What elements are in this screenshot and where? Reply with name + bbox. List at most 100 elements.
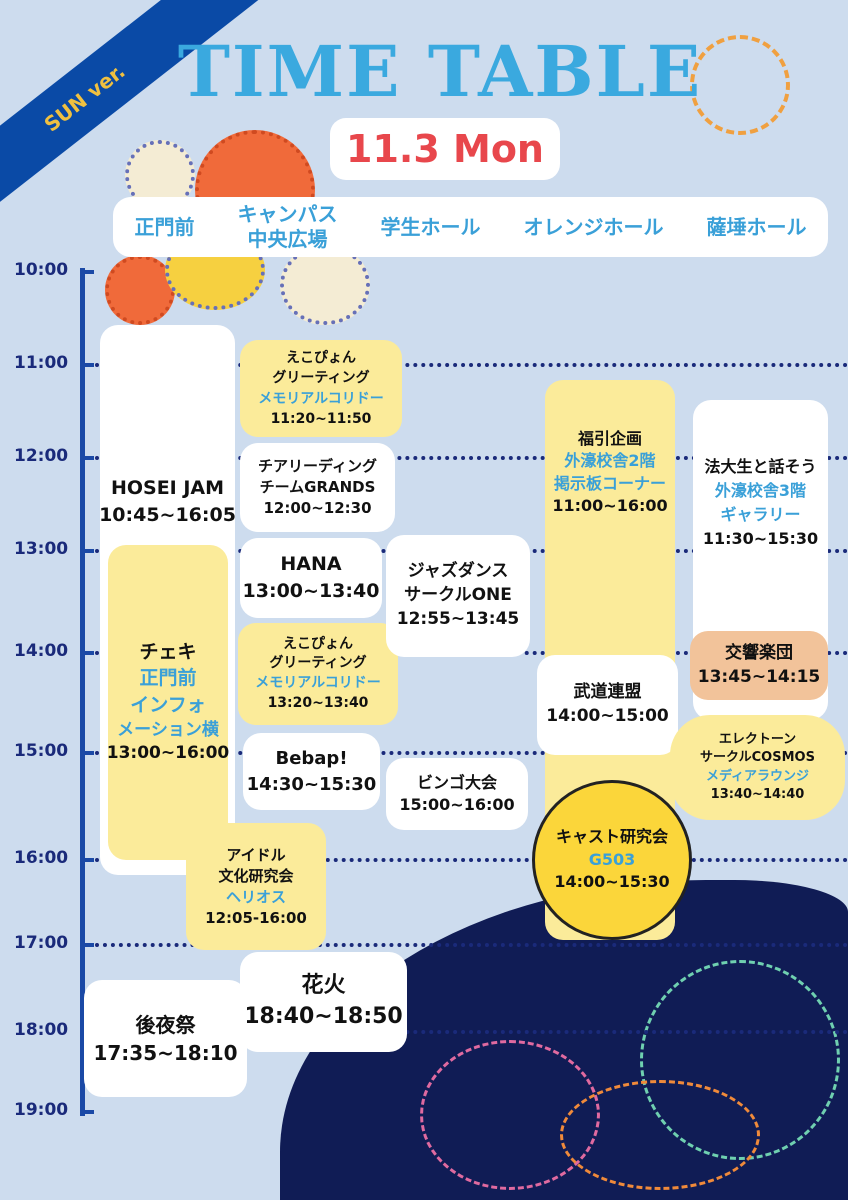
- hour-gridline: [95, 943, 848, 947]
- event-location: メーション横: [117, 719, 219, 740]
- event-idol: アイドル 文化研究会 ヘリオス 12:05-16:00: [186, 823, 326, 950]
- event-time: 13:00~13:40: [242, 580, 380, 602]
- event-name: グリーティング: [269, 655, 367, 672]
- event-bingo: ビンゴ大会 15:00~16:00: [386, 758, 528, 830]
- event-name: 武道連盟: [573, 682, 642, 703]
- event-location: 掲示板コーナー: [553, 473, 666, 493]
- hour-label: 11:00: [14, 353, 69, 373]
- hour-label: 19:00: [14, 1100, 69, 1120]
- event-location: ヘリオス: [225, 887, 286, 906]
- event-ekopyon-1: えこぴょん グリーティング メモリアルコリドー 11:20~11:50: [240, 340, 402, 437]
- hour-gridline: [95, 363, 848, 367]
- venue-orange-hall: オレンジホール: [523, 214, 664, 239]
- event-time: 15:00~16:00: [399, 795, 515, 814]
- hour-tick: [80, 943, 94, 947]
- firework-decoration: [560, 1080, 760, 1190]
- event-name: グリーティング: [272, 370, 370, 387]
- hour-tick: [80, 363, 94, 367]
- event-hana: HANA 13:00~13:40: [240, 538, 382, 618]
- event-name: 後夜祭: [135, 1012, 196, 1037]
- event-name: 交響楽団: [725, 642, 793, 663]
- event-cast: キャスト研究会 G503 14:00~15:30: [532, 780, 692, 940]
- event-name: えこぴょん: [286, 349, 356, 366]
- version-label: SUN ver.: [39, 58, 130, 137]
- event-time: 13:45~14:15: [697, 666, 821, 687]
- event-time: 14:00~15:30: [554, 872, 670, 892]
- event-location: ギャラリー: [720, 505, 801, 524]
- hour-gridline: [95, 858, 848, 862]
- venue-seimon: 正門前: [134, 214, 195, 239]
- event-jazz-dance: ジャズダンス サークルONE 12:55~13:45: [386, 535, 530, 657]
- event-name: 法大生と話そう: [704, 457, 817, 476]
- event-ekopyon-2: えこぴょん グリーティング メモリアルコリドー 13:20~13:40: [238, 623, 398, 725]
- paper-fan-decoration: [105, 255, 175, 325]
- hour-tick: [80, 751, 94, 755]
- hour-tick: [80, 858, 94, 862]
- venue-satta-hall: 薩埵ホール: [706, 214, 807, 239]
- event-location: インフォ: [130, 694, 206, 716]
- hour-label: 15:00: [14, 741, 69, 761]
- hour-label: 10:00: [14, 260, 69, 280]
- event-name: チアリーディング: [258, 457, 377, 475]
- event-name: 福引企画: [577, 429, 642, 448]
- event-time: 13:40~14:40: [710, 786, 805, 802]
- hour-tick: [80, 456, 94, 460]
- event-cheerleading: チアリーディング チームGRANDS 12:00~12:30: [240, 443, 395, 532]
- event-name: 文化研究会: [218, 866, 294, 885]
- event-location: G503: [588, 849, 636, 869]
- time-axis: [80, 268, 85, 1116]
- event-electone: エレクトーン サークルCOSMOS メディアラウンジ 13:40~14:40: [670, 715, 845, 820]
- event-time: 11:20~11:50: [270, 410, 372, 427]
- event-cheki: チェキ 正門前 インフォ メーション横 13:00~16:00: [106, 545, 230, 860]
- event-name: エレクトーン: [718, 732, 797, 748]
- hour-tick: [80, 651, 94, 655]
- hour-gridline: [95, 751, 848, 755]
- event-time: 11:00~16:00: [552, 496, 668, 516]
- hour-tick: [80, 1110, 94, 1114]
- event-name: ジャズダンス: [407, 561, 509, 582]
- event-name: サークルCOSMOS: [700, 750, 815, 766]
- event-location: メモリアルコリドー: [258, 390, 384, 407]
- event-name: サークルONE: [404, 585, 512, 606]
- paper-fan-decoration: [280, 245, 370, 325]
- event-time: 11:30~15:30: [702, 529, 819, 548]
- hour-gridline: [95, 1030, 848, 1034]
- hour-gridline: [95, 456, 848, 460]
- event-time: 13:20~13:40: [267, 694, 369, 711]
- event-time: 12:00~12:30: [263, 499, 372, 517]
- date-label: 11.3 Mon: [330, 118, 560, 180]
- sun-icon: [690, 35, 790, 135]
- hour-tick: [80, 549, 94, 553]
- venue-header: 正門前 キャンパス 中央広場 学生ホール オレンジホール 薩埵ホール: [113, 197, 828, 257]
- event-time: 12:55~13:45: [396, 608, 520, 629]
- event-location: メモリアルコリドー: [255, 675, 381, 691]
- hour-label: 14:00: [14, 641, 69, 661]
- event-name: HANA: [280, 553, 342, 576]
- event-hanabi: 花火 18:40~18:50: [240, 952, 407, 1052]
- event-name: ビンゴ大会: [416, 772, 497, 792]
- event-time: 14:30~15:30: [246, 773, 377, 795]
- event-time: 13:00~16:00: [106, 743, 230, 764]
- event-time: 12:05-16:00: [205, 908, 307, 927]
- event-bebap: Bebap! 14:30~15:30: [243, 733, 380, 810]
- event-time: 18:40~18:50: [244, 1004, 403, 1029]
- hour-label: 16:00: [14, 848, 69, 868]
- event-name: HOSEI JAM: [110, 477, 225, 499]
- hour-label: 13:00: [14, 539, 69, 559]
- event-location: 正門前: [139, 667, 197, 690]
- venue-campus: キャンパス 中央広場: [237, 202, 338, 251]
- event-location: メディアラウンジ: [705, 768, 810, 784]
- event-name: えこぴょん: [283, 635, 353, 652]
- hour-label: 17:00: [14, 933, 69, 953]
- event-location: 外濠校舎2階: [564, 451, 656, 471]
- event-location: 外濠校舎3階: [714, 481, 807, 500]
- page-title: TIME TABLE: [177, 30, 703, 113]
- event-name: チームGRANDS: [259, 478, 376, 496]
- venue-student-hall: 学生ホール: [380, 214, 481, 239]
- event-time: 10:45~16:05: [99, 503, 236, 526]
- event-name: Bebap!: [275, 748, 348, 770]
- event-koyasai: 後夜祭 17:35~18:10: [84, 980, 247, 1097]
- hour-tick: [80, 270, 94, 274]
- event-time: 17:35~18:10: [93, 1040, 238, 1065]
- event-time: 14:00~15:00: [546, 706, 669, 726]
